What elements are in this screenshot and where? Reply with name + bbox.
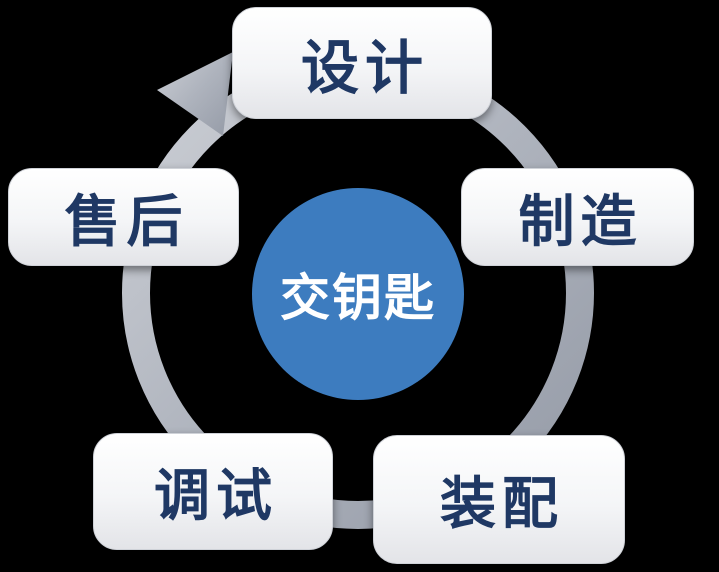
center-circle: 交钥匙 [252, 188, 464, 400]
center-label: 交钥匙 [280, 269, 436, 327]
node-assembly-label: 装配 [440, 471, 564, 537]
node-debug-label: 调试 [154, 463, 278, 529]
cycle-arrowhead-icon [157, 52, 233, 136]
node-manufacture: 制造 [461, 168, 694, 266]
node-design: 设计 [232, 7, 492, 119]
node-after-sales-label: 售后 [64, 188, 189, 255]
node-design-label: 设计 [300, 34, 429, 102]
node-manufacture-label: 制造 [518, 188, 643, 255]
node-after-sales: 售后 [8, 168, 239, 266]
node-debug: 调试 [93, 433, 333, 550]
node-assembly: 装配 [373, 435, 625, 564]
